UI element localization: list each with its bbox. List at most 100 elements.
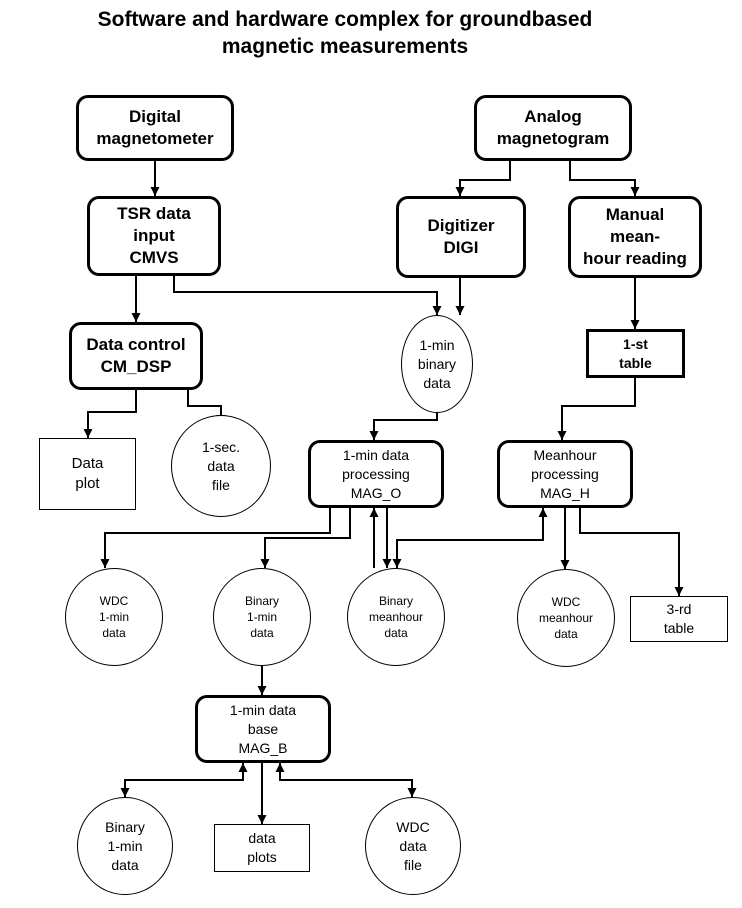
arrowhead xyxy=(557,431,567,440)
connector-line xyxy=(373,413,438,440)
arrowhead xyxy=(369,508,379,517)
node-label-line: CMVS xyxy=(129,248,179,267)
node-label-line: WDC xyxy=(99,594,129,608)
node-label-line: processing xyxy=(342,465,410,482)
connector-line xyxy=(396,508,544,568)
node-label-line: processing xyxy=(531,465,599,482)
node-label-line: 3-rd xyxy=(666,601,692,617)
node-label-line: MAG_H xyxy=(540,484,590,501)
node-label-line: 1-min xyxy=(98,610,129,624)
arrowhead xyxy=(257,686,267,695)
node-label-line: table xyxy=(663,620,695,636)
node-label-line: meanhour xyxy=(538,611,594,625)
node-label-line: Meanhour xyxy=(533,446,597,463)
arrowhead xyxy=(538,508,548,517)
arrowhead xyxy=(432,306,442,315)
node-label-line: magnetogram xyxy=(496,129,610,148)
arrowhead xyxy=(150,187,160,196)
node-label-line: data xyxy=(102,626,126,640)
arrowhead xyxy=(275,763,285,772)
node-label-line: Manual xyxy=(605,205,665,224)
node-label-line: binary xyxy=(417,355,457,372)
arrowhead xyxy=(238,763,248,772)
node-label-line: WDC xyxy=(551,595,581,609)
connector-line xyxy=(104,508,331,568)
arrowhead xyxy=(257,815,267,824)
arrowhead xyxy=(455,306,465,315)
title-line-1: Software and hardware complex for ground… xyxy=(97,8,593,31)
node-label-line: DIGI xyxy=(443,238,479,257)
arrowhead xyxy=(120,788,130,797)
node-label: 3-rd table xyxy=(664,600,694,638)
node-label: Data plot xyxy=(72,454,104,494)
node-wdc-meanhour: WDC meanhour data xyxy=(517,569,615,667)
node-label-line: Digitizer xyxy=(427,216,495,235)
diagram-title: Software and hardware complex for ground… xyxy=(0,6,690,60)
node-label-line: 1-min data xyxy=(229,701,297,718)
node-label-line: TSR data xyxy=(117,204,191,223)
node-label-line: 1-min xyxy=(246,610,277,624)
node-label-line: data xyxy=(207,457,235,474)
arrowhead xyxy=(131,313,141,322)
connector-line xyxy=(264,508,351,568)
node-data-plot: Data plot xyxy=(39,438,136,510)
node-label-line: data xyxy=(399,837,427,854)
node-label-line: table xyxy=(619,354,652,371)
node-label-line: 1-sec. xyxy=(201,438,241,455)
node-label-line: hour reading xyxy=(583,249,687,268)
arrowhead xyxy=(83,429,93,438)
node-label-line: MAG_B xyxy=(238,739,288,756)
node-sec-data-file: 1-sec. data file xyxy=(171,415,271,517)
node-label-line: 1-min xyxy=(419,336,455,353)
node-label-line: input xyxy=(133,226,175,245)
node-label-line: file xyxy=(212,476,230,493)
node-label-line: plot xyxy=(75,475,100,492)
node-label-line: plots xyxy=(247,849,277,865)
node-wdc-1min: WDC 1-min data xyxy=(65,568,163,666)
node-label-line: WDC xyxy=(396,818,430,835)
node-label: WDC meanhour data xyxy=(539,594,593,642)
connector-line xyxy=(561,378,636,440)
node-label-line: mean- xyxy=(609,227,661,246)
connector-line xyxy=(279,763,413,797)
node-label-line: 1-min data xyxy=(342,446,410,463)
node-label: 1-sec. data file xyxy=(202,438,240,495)
node-label-line: Binary xyxy=(244,594,279,608)
arrowhead xyxy=(392,559,402,568)
node-label-line: meanhour xyxy=(368,610,424,624)
arrowhead xyxy=(455,187,465,196)
arrowhead xyxy=(560,560,570,569)
node-label-line: data xyxy=(554,627,578,641)
arrowhead xyxy=(407,788,417,797)
node-label-line: Binary xyxy=(378,594,413,608)
node-label-line: Data control xyxy=(86,335,186,354)
connector-line xyxy=(579,508,680,596)
node-label-line: magnetometer xyxy=(96,129,214,148)
node-label-line: Data xyxy=(71,455,104,472)
node-label-line: base xyxy=(247,720,279,737)
node-label-line: MAG_O xyxy=(350,484,402,501)
arrowhead xyxy=(674,587,684,596)
arrowhead xyxy=(260,559,270,568)
